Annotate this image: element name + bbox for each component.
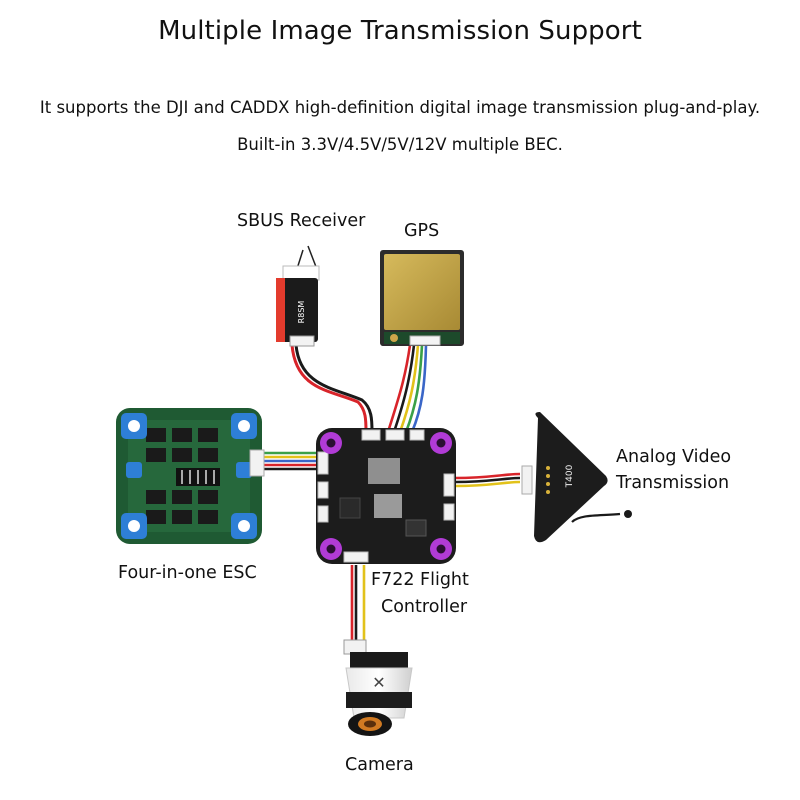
page-title: Multiple Image Transmission Support — [158, 16, 642, 46]
camera: ✕ — [343, 639, 413, 736]
four-in-one-esc — [116, 408, 265, 544]
receiver-model-text: R8SM — [297, 301, 306, 324]
camera-wires — [350, 565, 366, 640]
esc-label: Four-in-one ESC — [118, 563, 257, 583]
vtx-label-line-1: Analog Video — [616, 447, 732, 467]
fc-label-line-2: Controller — [381, 597, 468, 617]
gps-wires — [386, 343, 428, 434]
description-line-2: Built-in 3.3V/4.5V/5V/12V multiple BEC. — [237, 135, 563, 154]
analog-vtx: T400 — [521, 412, 632, 543]
esc-wires — [262, 451, 320, 474]
vtx-wires — [454, 472, 521, 491]
gps-module — [380, 250, 464, 346]
description-line-1: It supports the DJI and CADDX high-defin… — [39, 98, 761, 117]
camera-label: Camera — [345, 755, 414, 775]
vtx-label-line-2: Transmission — [616, 473, 730, 493]
camera-logo-icon: ✕ — [372, 673, 385, 692]
gps-label: GPS — [404, 221, 440, 241]
sbus-receiver-label: SBUS Receiver — [237, 211, 366, 231]
receiver-wires — [290, 343, 379, 434]
vtx-model-text: T400 — [565, 464, 575, 488]
fc-label-line-1: F722 Flight — [371, 570, 469, 590]
sbus-receiver: R8SM — [276, 245, 320, 347]
f722-flight-controller — [316, 428, 456, 564]
